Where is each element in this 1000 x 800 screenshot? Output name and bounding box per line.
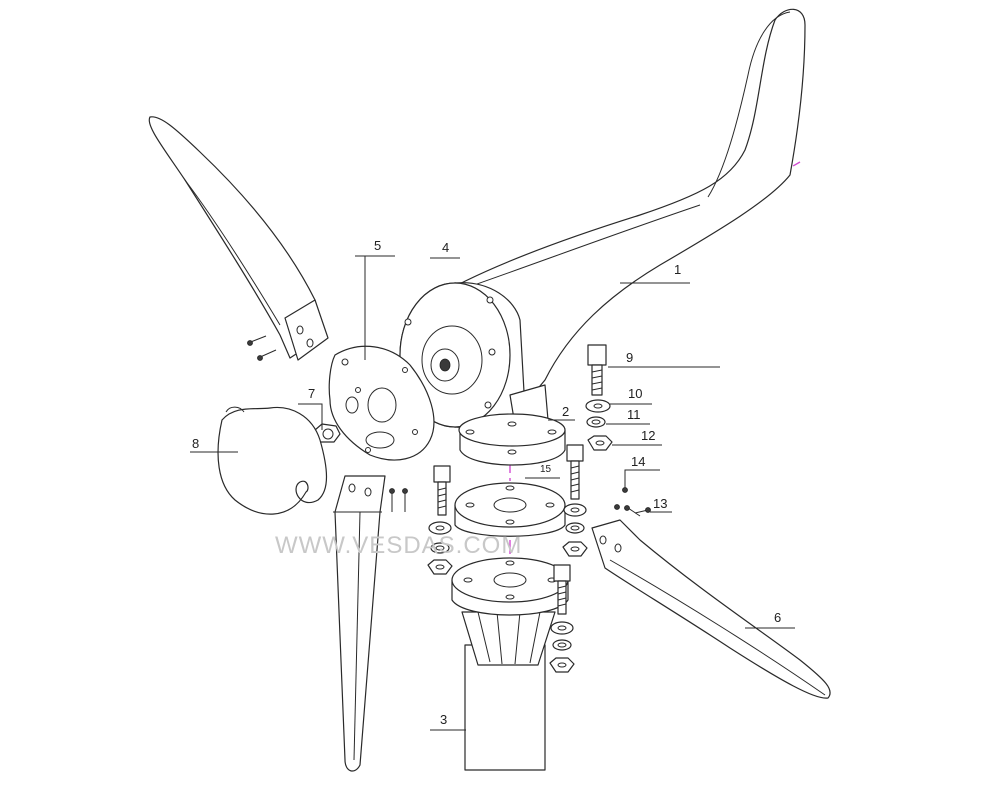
callout-12: 12: [641, 428, 655, 443]
callout-15: 15: [540, 464, 552, 475]
blade-bottom-left: [333, 475, 386, 772]
callout-4: 4: [442, 240, 449, 255]
callout-6: 6: [774, 610, 781, 625]
bolt-stack-bottom: [549, 564, 575, 673]
callout-14: 14: [631, 454, 645, 469]
callout-10: 10: [628, 386, 642, 401]
callout-5: 5: [374, 238, 381, 253]
leader-lines: [190, 255, 795, 731]
bolt-stack-right: [585, 344, 613, 451]
callout-9: 9: [626, 350, 633, 365]
middle-flange: [454, 482, 566, 537]
blade-bolts-bottom-left: [389, 488, 408, 512]
nose-cone: [217, 406, 328, 515]
generator-body-and-tail: [399, 8, 806, 429]
callout-8: 8: [192, 436, 199, 451]
watermark-text: WWW.VESDAS.COM: [275, 532, 522, 559]
blade-top-left: [148, 116, 329, 361]
callout-labels: 1 2 3 4 5 6 7 8 9 10 11 12 13 14 15: [192, 238, 781, 727]
blade-bolts-top-left: [247, 335, 277, 361]
callout-2: 2: [562, 404, 569, 419]
callout-7: 7: [308, 386, 315, 401]
small-screws-13-14: [614, 487, 651, 517]
yaw-flange: [458, 413, 566, 466]
tower-pole: [451, 557, 569, 771]
callout-3: 3: [440, 712, 447, 727]
bolt-stack-left: [427, 465, 453, 575]
bolt-stack-middle: [562, 444, 588, 557]
callout-11: 11: [627, 407, 641, 422]
hub-plate: [328, 345, 435, 461]
blade-right: [591, 519, 831, 699]
callout-1: 1: [674, 262, 681, 277]
callout-13: 13: [653, 496, 667, 511]
